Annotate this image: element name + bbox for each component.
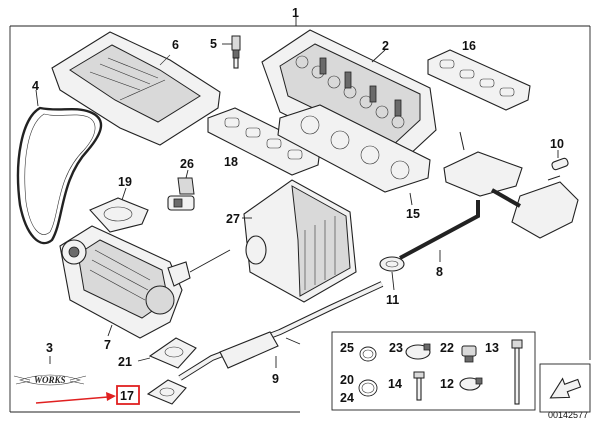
rear-muffler-part bbox=[399, 131, 579, 262]
cylinder-head-part bbox=[261, 29, 437, 169]
highlight-17 bbox=[35, 385, 140, 405]
front-exhaust-pipe-part bbox=[178, 281, 384, 381]
supercharger-part bbox=[59, 225, 191, 339]
diagram-frame bbox=[9, 14, 591, 413]
callout-19: 19 bbox=[118, 175, 132, 189]
callout-9: 9 bbox=[272, 372, 279, 386]
supercharger-gasket-part bbox=[89, 187, 149, 233]
catalyst-gasket-part bbox=[146, 379, 187, 405]
callout-21: 21 bbox=[118, 355, 132, 369]
callout-18: 18 bbox=[224, 155, 238, 169]
hardware-box bbox=[331, 331, 536, 411]
callout-2: 2 bbox=[382, 39, 389, 53]
works-logo-text: WORKS bbox=[34, 375, 66, 385]
diagram-number: 00142577 bbox=[548, 410, 588, 420]
callout-25: 25 bbox=[340, 341, 354, 355]
orientation-box bbox=[539, 363, 591, 413]
callout-23: 23 bbox=[389, 341, 403, 355]
intake-manifold-gasket-part bbox=[207, 107, 321, 176]
callout-12: 12 bbox=[440, 377, 454, 391]
callout-5: 5 bbox=[210, 37, 217, 51]
engine-cover-part bbox=[51, 31, 221, 146]
exhaust-tip-part bbox=[551, 150, 569, 171]
callout-16: 16 bbox=[462, 39, 476, 53]
spark-plug-part bbox=[222, 35, 241, 69]
callout-13: 13 bbox=[485, 341, 499, 355]
callout-7: 7 bbox=[104, 338, 111, 352]
callout-labels: 1 2 3 4 5 6 7 8 9 10 11 12 13 14 15 16 1… bbox=[32, 6, 564, 405]
callout-4: 4 bbox=[32, 79, 39, 93]
callout-14: 14 bbox=[388, 377, 402, 391]
callout-27: 27 bbox=[226, 212, 240, 226]
exhaust-manifold-gasket-part bbox=[427, 49, 531, 111]
callout-8: 8 bbox=[436, 265, 443, 279]
exhaust-clamp-part bbox=[379, 256, 405, 291]
callout-1: 1 bbox=[292, 6, 299, 20]
callout-10: 10 bbox=[550, 137, 564, 151]
flange-gasket-part bbox=[137, 337, 197, 369]
drive-belt-part bbox=[16, 89, 103, 245]
callout-11: 11 bbox=[386, 293, 399, 307]
callout-3: 3 bbox=[46, 341, 53, 355]
sensor-part bbox=[167, 169, 195, 211]
head-gasket-part bbox=[277, 104, 431, 206]
callout-17: 17 bbox=[120, 389, 134, 403]
callout-15: 15 bbox=[406, 207, 420, 221]
callout-20: 20 bbox=[340, 373, 354, 387]
callout-24: 24 bbox=[340, 391, 354, 405]
intercooler-housing-part bbox=[189, 179, 357, 303]
callout-6: 6 bbox=[172, 38, 179, 52]
callout-22: 22 bbox=[440, 341, 454, 355]
works-emblem-part bbox=[13, 356, 87, 386]
callout-26: 26 bbox=[180, 157, 194, 171]
